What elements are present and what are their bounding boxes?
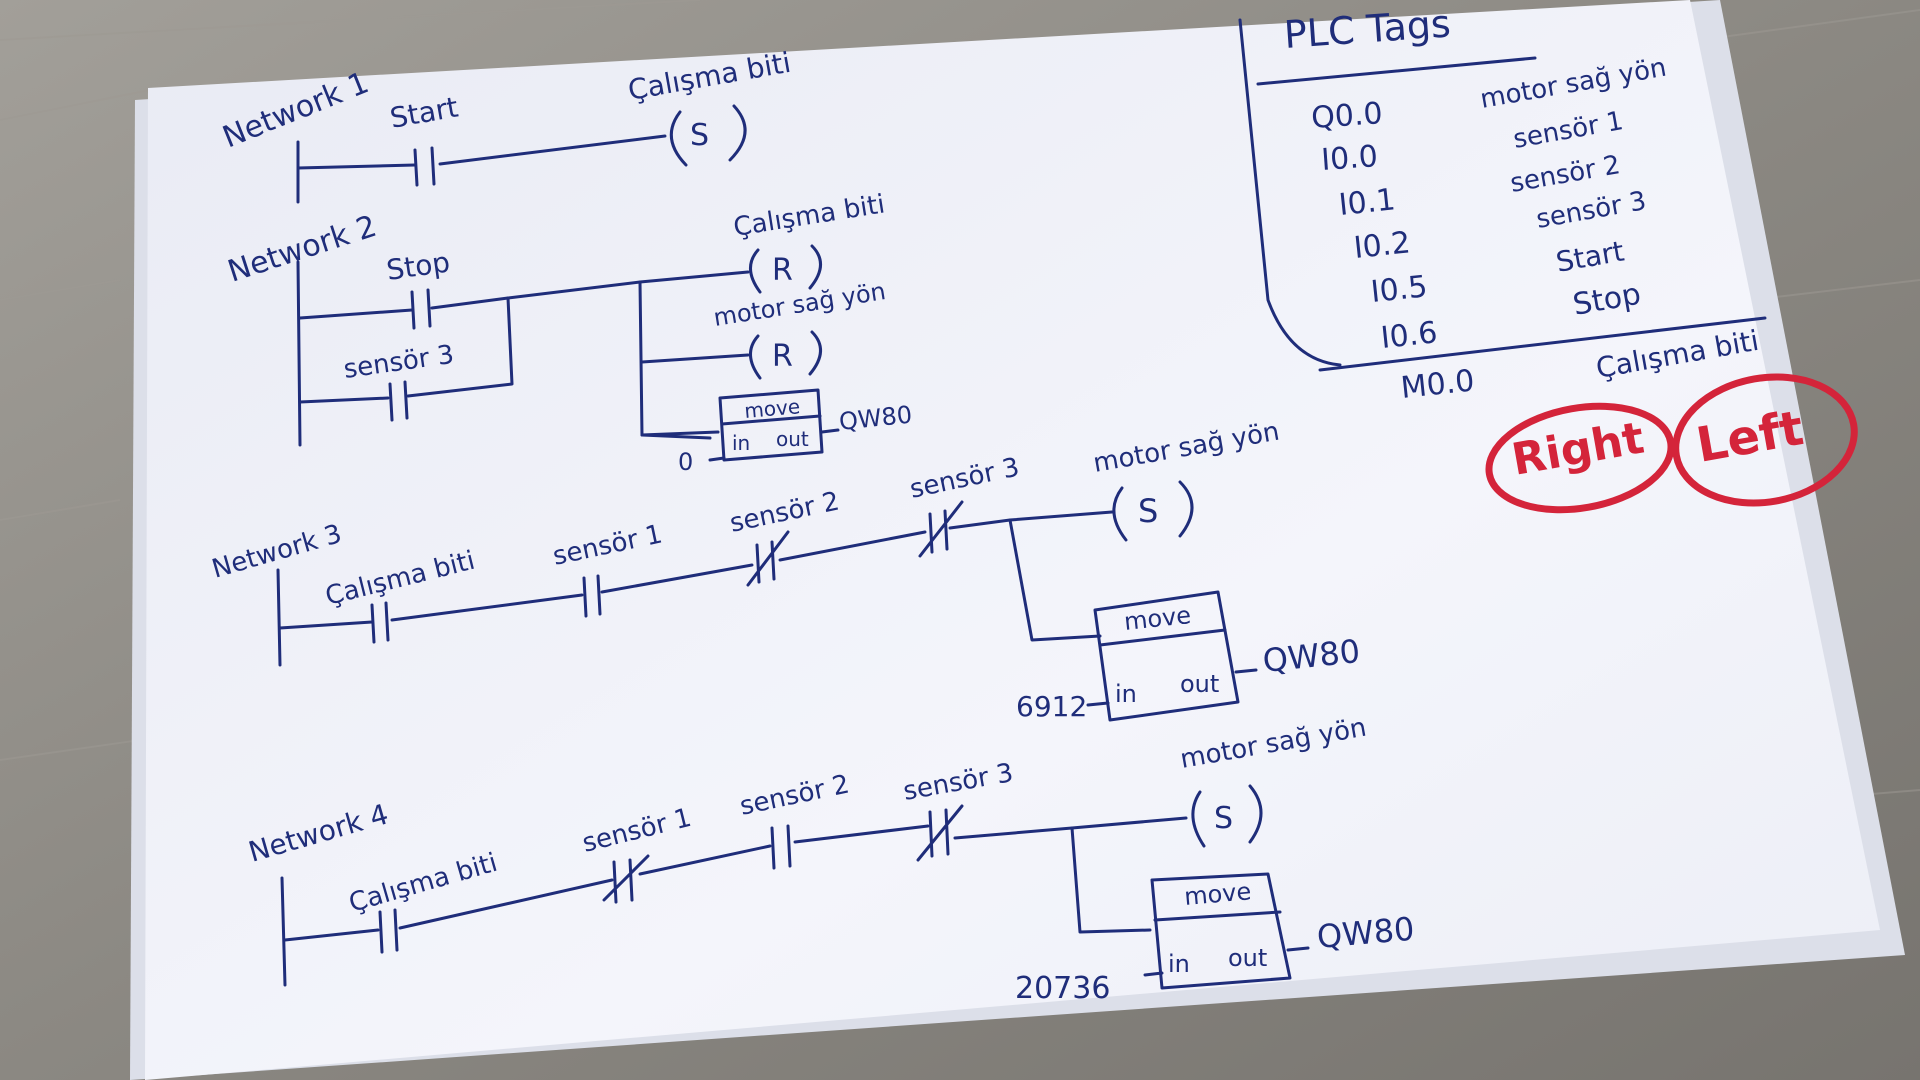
move-block-2-box [1093, 590, 1240, 722]
tag-row-6-addr: I0.6 [1379, 315, 1439, 356]
move-block-2-title: move [1123, 601, 1193, 636]
network-3-rung [278, 510, 1114, 630]
move-block-1-box [718, 388, 824, 462]
move-block-2-in-value: 6912 [1016, 690, 1087, 723]
n4-set-coil-paren-right [1248, 784, 1263, 844]
n4-set-coil-paren-left [1191, 790, 1206, 848]
move-block-2-in-wire [1086, 701, 1110, 707]
move-block-3-box [1150, 872, 1292, 990]
move-block-3-out-target: QW80 [1315, 910, 1415, 956]
move-block-3-in-value: 20736 [1015, 971, 1110, 1006]
nc-contact-sensor-2 [746, 530, 790, 587]
move-block-3-in-wire [1143, 971, 1164, 977]
move-block-1-out: out [776, 427, 809, 451]
network-2-power-rail [296, 260, 302, 447]
set-coil-left-paren [669, 110, 688, 167]
tag-row-3-addr: I0.1 [1337, 182, 1397, 223]
move-block-2-out-wire [1234, 668, 1258, 674]
move-block-3-in: in [1168, 950, 1190, 978]
network-3-power-rail [276, 568, 282, 667]
tag-row-1-addr: Q0.0 [1310, 96, 1384, 136]
network-2-stop-rung [298, 296, 510, 320]
move-block-3-divider [1153, 910, 1282, 922]
n4-nc-contact-sensor-1 [602, 854, 650, 904]
reset-coil-1-paren-left [749, 248, 762, 294]
tag-row-7-addr: M0.0 [1399, 363, 1476, 406]
tag-row-5-addr: I0.5 [1369, 269, 1429, 310]
move-block-3-out: out [1228, 944, 1267, 972]
move-block-2-in: in [1115, 680, 1137, 708]
stamp-right-circle [1485, 402, 1675, 514]
set-coil-right-paren [728, 104, 747, 162]
network-3-move-branch [1008, 518, 1102, 642]
set-coil-symbol: S [690, 118, 709, 153]
n4-contact-sensor-2 [770, 824, 792, 870]
plc-tags-bottom-rule [1318, 316, 1767, 372]
n4-nc-contact-sensor-3 [916, 804, 964, 862]
network-3: Network 3 Çalışma biti sensör 1 sensör 2… [209, 417, 1362, 723]
plc-tags-left-border [1238, 18, 1342, 367]
no-contact-sensor-3 [388, 380, 409, 422]
stamp-left-circle [1672, 373, 1858, 507]
tag-row-4-addr: I0.2 [1352, 225, 1412, 266]
network-2-sensor3-rung [298, 296, 514, 404]
n4-contact-calisma-biti [378, 908, 399, 954]
network-1-rung [296, 134, 667, 170]
no-contact-start [413, 146, 436, 187]
network-2-branch-move [640, 430, 720, 437]
network-2-branch-2 [640, 353, 750, 364]
n3-set-coil-paren-left [1112, 486, 1128, 542]
no-contact-sensor-1 [582, 574, 602, 618]
move-block-2-out: out [1180, 670, 1219, 698]
move-block-1-in-value: 0 [678, 448, 693, 476]
nc-contact-sensor-3 [918, 500, 964, 558]
move-block-1-title: move [743, 394, 801, 423]
n3-set-coil-symbol: S [1138, 492, 1158, 530]
move-block-1-in: in [732, 431, 750, 455]
move-block-3-title: move [1183, 877, 1252, 911]
network-4-move-branch [1070, 826, 1152, 934]
network-4-rung [283, 816, 1188, 942]
move-block-3-out-wire [1286, 946, 1310, 952]
network-4-power-rail [280, 876, 287, 987]
reset-coil-1-symbol: R [772, 253, 793, 288]
n3-set-coil-paren-right [1178, 480, 1194, 538]
no-contact-stop [410, 288, 432, 330]
plc-tags-title-underline [1256, 56, 1537, 86]
tag-row-2-addr: I0.0 [1320, 139, 1379, 178]
reset-coil-2-symbol: R [772, 339, 793, 374]
move-block-1-divider [720, 414, 822, 426]
reset-coil-1-paren-right [808, 244, 822, 290]
move-block-1-in-wire [708, 456, 726, 462]
move-block-1-out-wire [820, 428, 840, 434]
reset-coil-2-paren-left [749, 334, 762, 380]
n4-set-coil-symbol: S [1214, 801, 1233, 836]
no-contact-calisma-biti [370, 601, 390, 644]
move-block-2-divider [1098, 628, 1227, 647]
reset-coil-2-paren-right [808, 330, 822, 376]
